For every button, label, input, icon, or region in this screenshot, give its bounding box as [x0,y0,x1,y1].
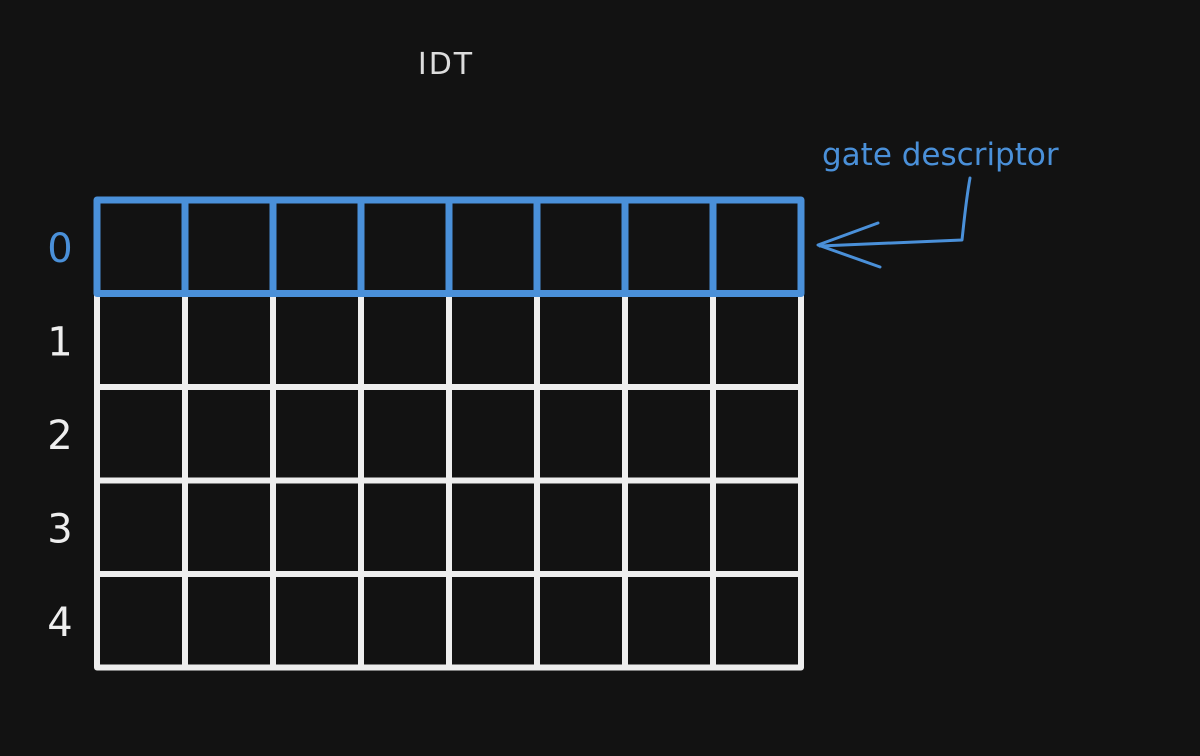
row-label: 4 [47,600,72,646]
row-labels: 0 1 2 3 4 [47,226,72,646]
diagram-title: IDT [418,47,474,82]
annotation-arrowhead-icon [816,221,882,269]
highlighted-cell [709,196,805,297]
gate-descriptor-annotation: gate descriptor [816,137,1059,269]
gate-descriptor-label: gate descriptor [822,137,1059,173]
row-label: 3 [47,506,72,552]
highlighted-row [93,196,805,297]
annotation-arrow-line [818,176,972,248]
row-label: 2 [47,413,72,459]
idt-cell [710,571,804,671]
idt-table [93,196,805,671]
row-label: 0 [47,226,72,272]
row-label: 1 [47,319,72,365]
